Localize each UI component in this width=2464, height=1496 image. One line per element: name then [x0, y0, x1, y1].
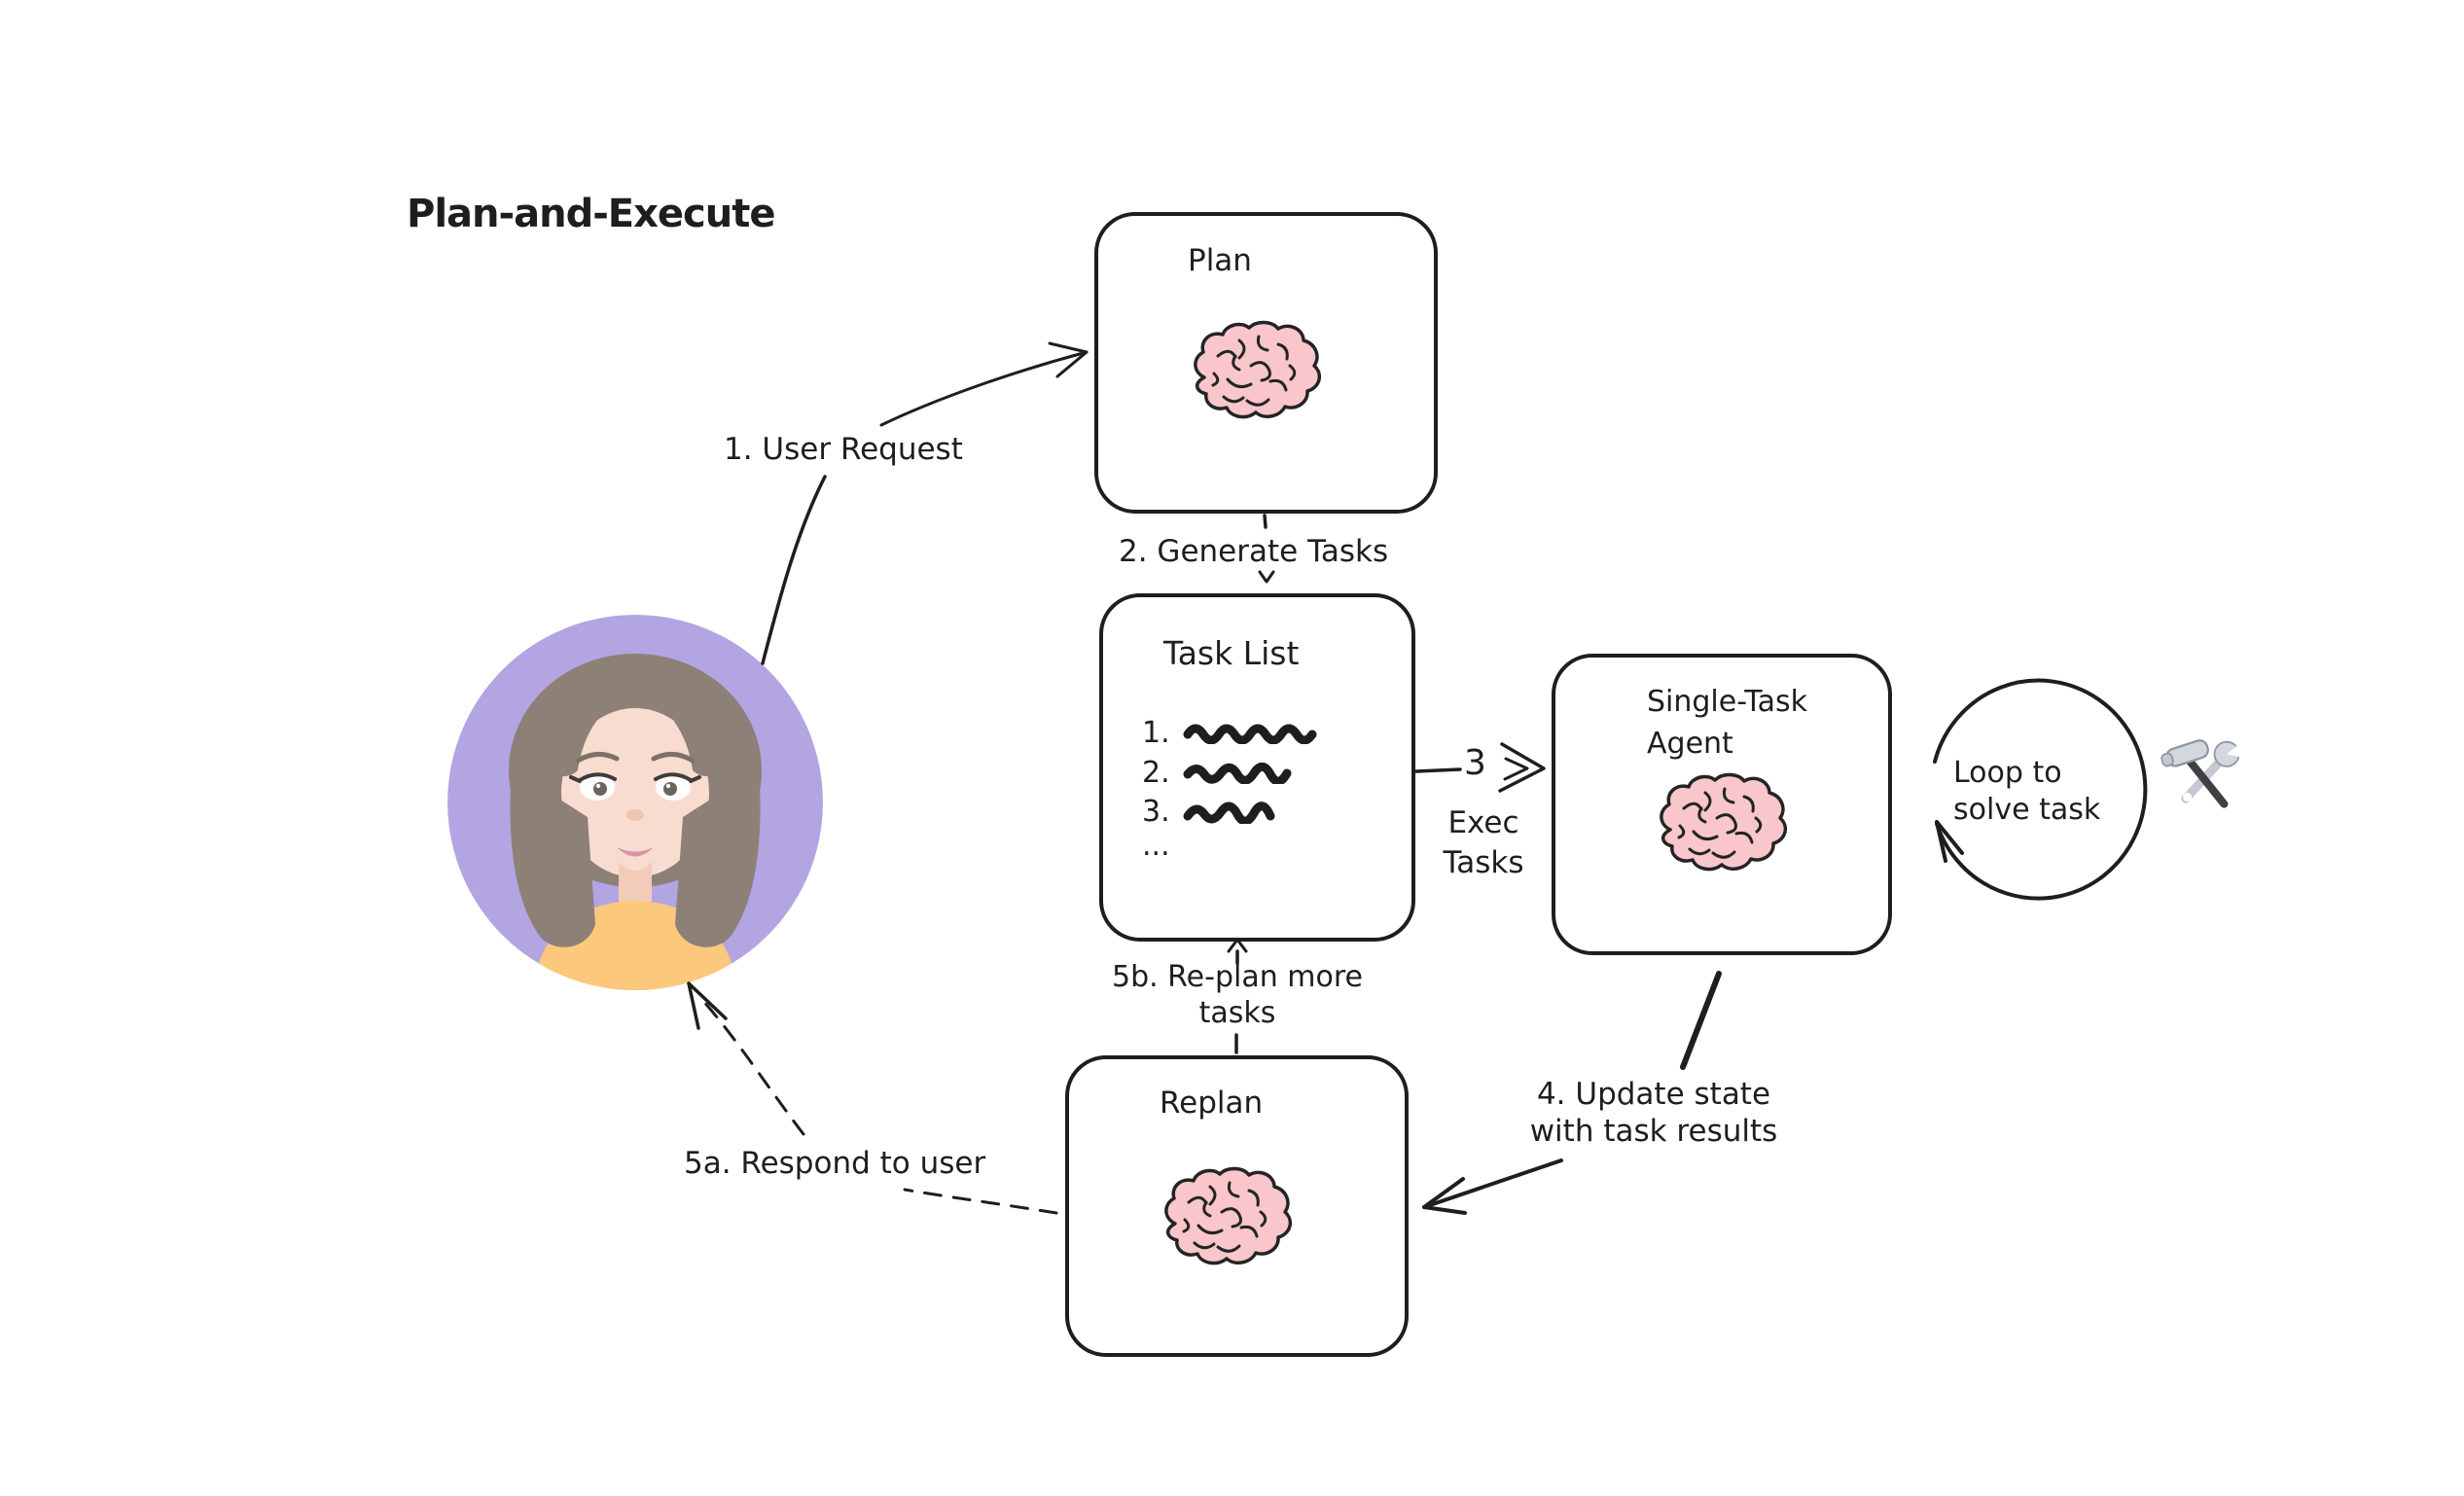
avatar-eyebrows: [575, 752, 696, 764]
task-scribble: [1183, 724, 1317, 744]
loop-note-line2: solve task: [1953, 793, 2101, 827]
avatar-mouth: [617, 847, 654, 857]
brain-icon: [1651, 771, 1792, 878]
task-item-number: 2.: [1142, 756, 1170, 790]
exec-line2: Tasks: [1443, 845, 1524, 880]
task-item-3: 3.: [1142, 795, 1289, 829]
brain-icon: [1185, 319, 1326, 426]
avatar-bangs-left: [549, 673, 637, 776]
agent-label-line2: Agent: [1647, 727, 1733, 761]
plan-node-label: Plan: [1188, 243, 1252, 278]
avatar-pupil-right: [663, 782, 677, 796]
replan-node-label: Replan: [1160, 1086, 1264, 1121]
brain-icon: [1156, 1165, 1297, 1272]
avatar-eye-glint-right: [665, 783, 671, 789]
avatar-eye-glint-left: [595, 783, 601, 789]
avatar-pupil-left: [593, 782, 607, 796]
update-state-line1: 4. Update state: [1536, 1077, 1771, 1112]
avatar-bangs-right: [633, 673, 722, 776]
task-item-2: 2.: [1142, 756, 1304, 790]
woman-avatar: [447, 615, 823, 990]
replan-more-line1: 5b. Re-plan more: [1111, 960, 1363, 994]
edge-label-exec-number: 3: [1464, 743, 1486, 783]
agent-label-line1: Single-Task: [1647, 685, 1808, 719]
task-item-number: 3.: [1142, 795, 1170, 829]
update-state-line2: with task results: [1529, 1114, 1778, 1149]
avatar-nose: [626, 809, 644, 821]
loop-note-line1: Loop to: [1953, 756, 2062, 790]
edge-label-user-request: 1. User Request: [724, 432, 963, 467]
diagram-title: Plan-and-Execute: [407, 192, 775, 236]
avatar-face: [561, 708, 709, 877]
avatar-hair-right: [675, 768, 761, 947]
hammer-wrench-icon: [2160, 739, 2245, 808]
task-scribble: [1183, 801, 1275, 824]
avatar-neck: [619, 862, 652, 908]
task-list-label: Task List: [1163, 634, 1300, 672]
task-item-1: 1.: [1142, 716, 1320, 750]
edge-label-respond-to-user: 5a. Respond to user: [684, 1146, 986, 1181]
replan-more-line2: tasks: [1198, 996, 1276, 1030]
avatar-eyelashes: [569, 772, 701, 783]
edge-label-generate-tasks: 2. Generate Tasks: [1119, 534, 1389, 569]
task-item-number: ...: [1142, 829, 1170, 863]
task-item-number: 1.: [1142, 716, 1170, 750]
avatar-hair-left: [510, 768, 595, 947]
exec-line1: Exec: [1447, 805, 1519, 840]
task-scribble: [1183, 762, 1292, 784]
task-item-ellipsis: ...: [1142, 829, 1170, 863]
